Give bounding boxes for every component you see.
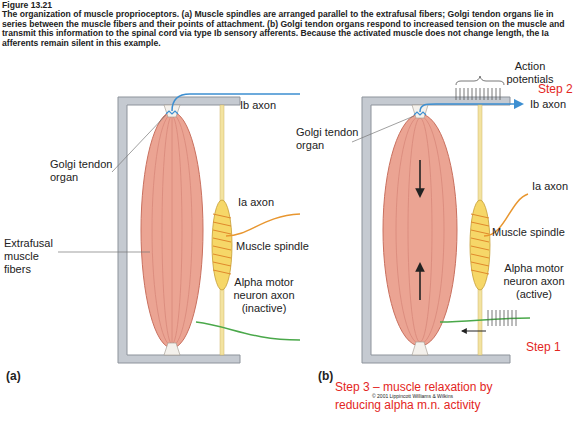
ib-axon [420,104,522,112]
panel-letter: (a) [6,369,21,383]
ia-axon [226,214,300,236]
tendon [412,342,428,355]
leader-line [112,115,166,172]
alpha-motor-axon [196,322,300,340]
muscle-striation [408,118,432,342]
ib-axon [172,94,300,111]
alpha-motor-axon [440,318,530,322]
muscle-spindle [212,200,232,290]
step-label: Step 1 [526,340,561,354]
axon-label: Ia axon [532,180,568,193]
tendon [164,343,180,355]
structure-label: Muscle spindle [492,226,565,239]
step-label: Step 2 [538,82,573,96]
muscle-striation [162,116,182,344]
structure-label: Golgi tendon organ [296,126,360,152]
extrafusal-muscle [383,114,457,346]
muscle-spindle [470,200,490,290]
copyright-notice: © 2001 Lippincott Williams & Wilkins [372,393,453,399]
axon-label: Ib axon [530,98,566,111]
extrafusal-muscle [141,112,203,348]
structure-label: Muscle spindle [236,240,309,253]
figure-title: Figure 13.21 [2,0,52,10]
contraction-arrow [419,264,421,300]
action-potential-ticks [456,88,500,100]
panel-letter: (b) [318,369,333,383]
golgi-tendon-organ [414,112,426,115]
action-potential-ticks [488,310,516,326]
structure-label: Golgi tendon organ [50,158,116,184]
signal-arrow [462,331,486,332]
spindle-coil [471,214,489,274]
muscle-striation [172,116,173,344]
golgi-tendon-organ [166,111,178,114]
axon-label: Alpha motor neuron axon (inactive) [226,276,302,315]
muscle-striation [152,114,192,346]
contraction-arrow [419,160,421,196]
axon-label: Ib axon [240,99,276,112]
leader-line [58,252,150,253]
axon-label: Alpha motor neuron axon (active) [492,262,576,301]
muscle-striation [396,116,444,344]
structure-label: Extrafusal muscle fibers [4,237,62,276]
leader-line [352,116,414,142]
brace [456,76,504,85]
spindle-coil [213,214,231,274]
axon-label: Ia axon [238,196,274,209]
figure-caption: The organization of muscle proprioceptor… [2,10,580,48]
attachment-frame [118,97,240,363]
